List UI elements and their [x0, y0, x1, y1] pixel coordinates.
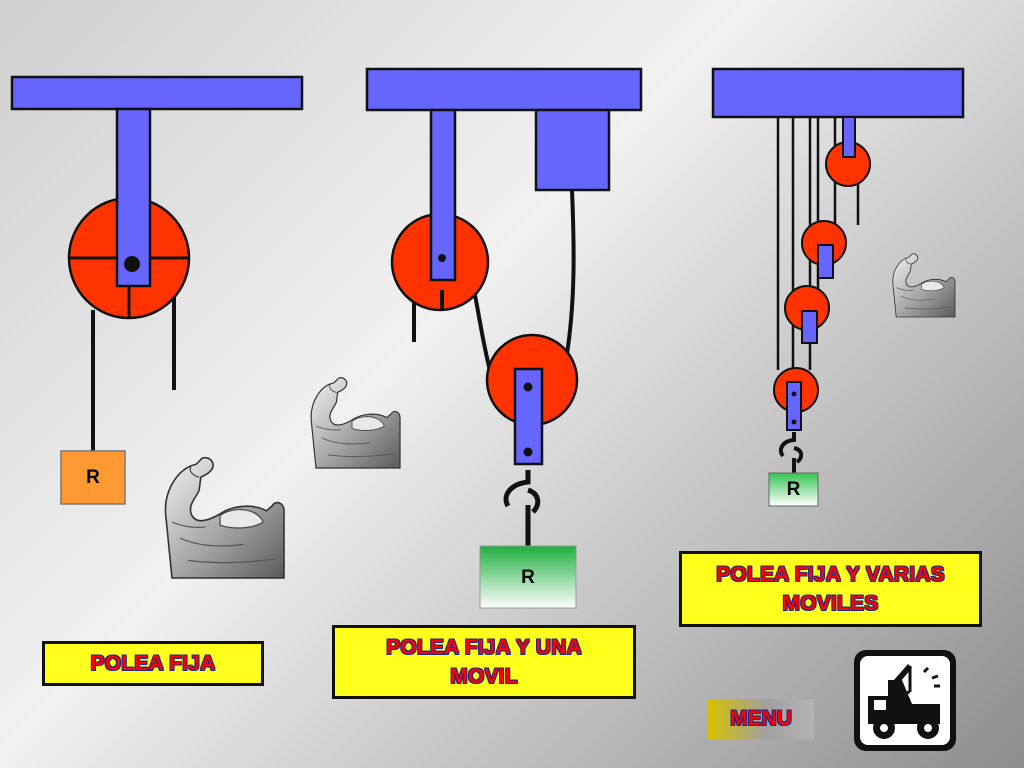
caption-text: POLEA FIJA Y UNA MOVIL	[386, 636, 582, 688]
load-label-3: R	[786, 478, 801, 500]
flexed-arm-icon	[892, 253, 956, 318]
caption-fixed-and-movable-pulley: POLEA FIJA Y UNA MOVIL	[332, 625, 636, 699]
caption-text: POLEA FIJA Y VARIAS MOVILES	[716, 563, 945, 615]
flexed-arm-icon	[164, 456, 285, 579]
diagram-fixed-and-several-movable-pulleys	[711, 67, 965, 507]
diagram-fixed-pulley	[10, 75, 304, 579]
flexed-arm-icon	[310, 377, 401, 469]
diagram-fixed-and-movable-pulley	[310, 67, 643, 609]
hook	[778, 432, 804, 474]
axle	[124, 256, 140, 272]
fixed-pulley-bracket	[429, 108, 457, 282]
load-block	[479, 545, 577, 609]
fixed-pulley-bracket	[842, 116, 856, 158]
hook	[503, 470, 541, 547]
anchor-block	[534, 108, 611, 192]
menu-button[interactable]: MENU	[708, 699, 814, 739]
ceiling-beam	[10, 75, 304, 111]
load-label-1: R	[86, 466, 100, 488]
ceiling-beam	[365, 67, 643, 112]
rope-anchor	[564, 189, 576, 361]
load-block	[60, 450, 126, 505]
load-label-2: R	[521, 567, 535, 588]
home-button[interactable]	[854, 650, 956, 751]
ceiling-beam	[711, 67, 965, 119]
caption-several-movable-pulleys: POLEA FIJA Y VARIAS MOVILES	[679, 551, 982, 627]
caption-fixed-pulley: POLEA FIJA	[42, 641, 264, 686]
tow-truck-icon	[860, 656, 950, 745]
load-block	[768, 472, 819, 507]
